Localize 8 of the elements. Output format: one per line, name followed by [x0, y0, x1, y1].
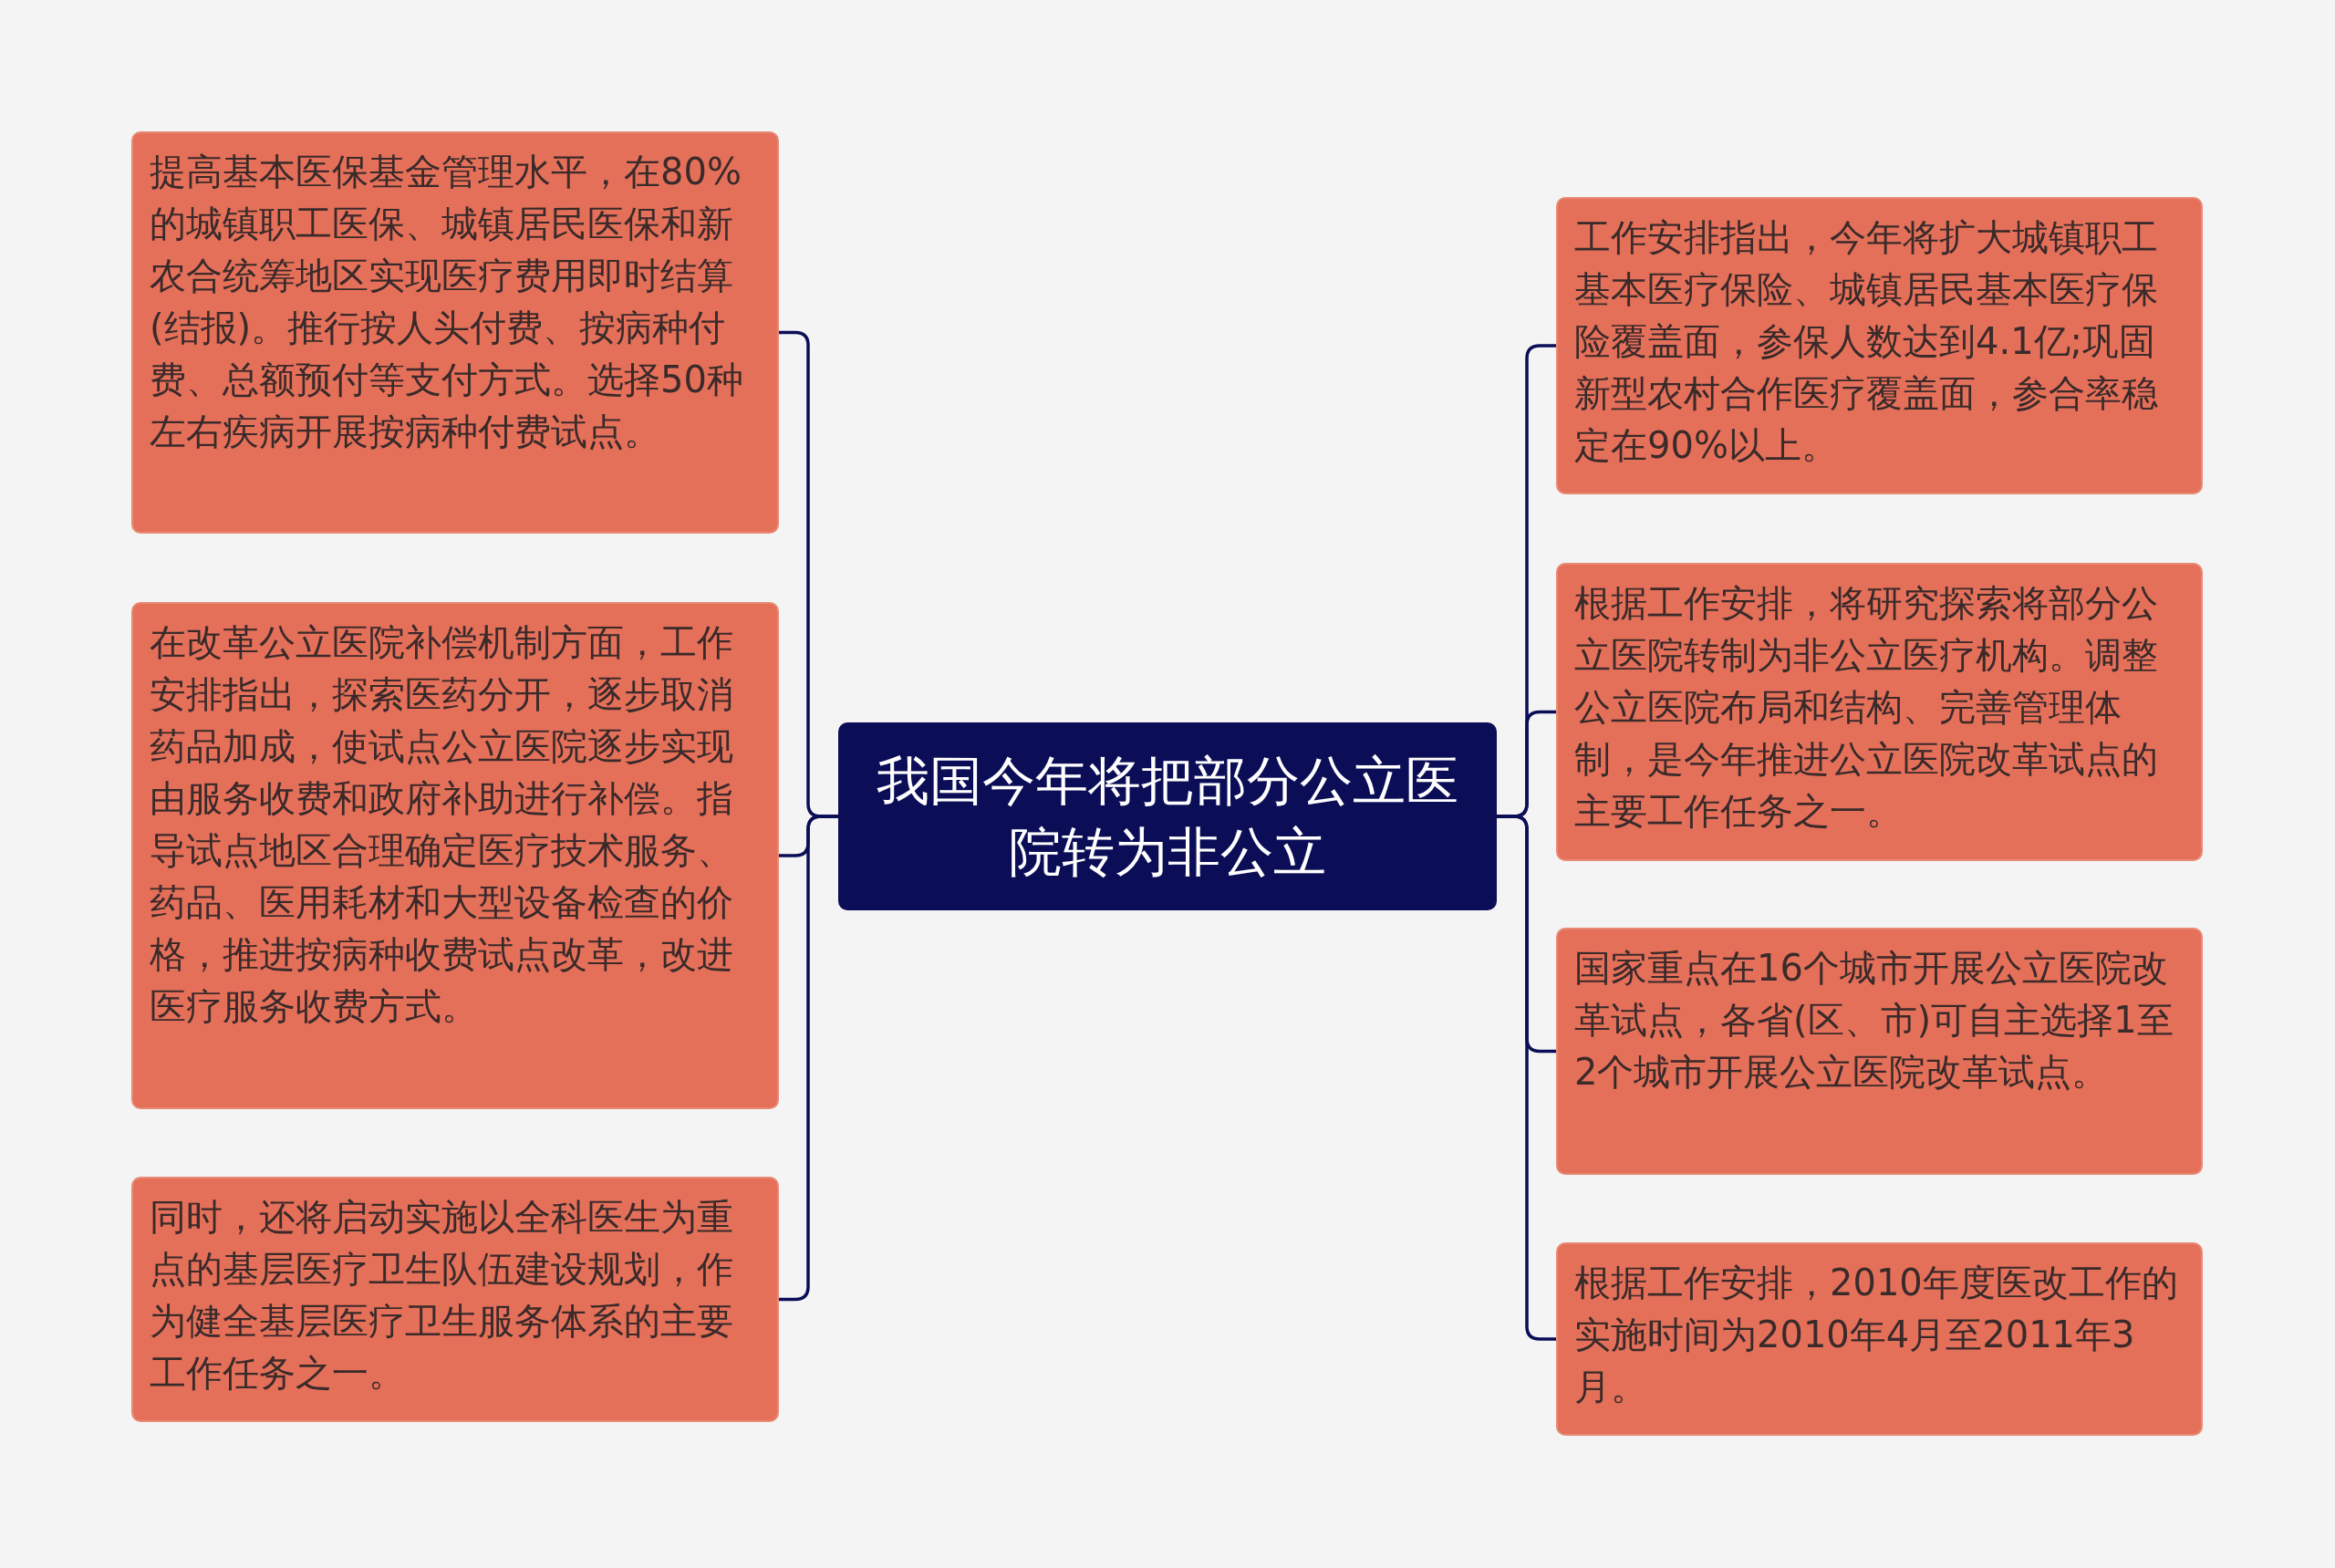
note-box: 国家重点在16个城市开展公立医院改革试点，各省(区、市)可自主选择1至2个城市开展公立医院改革试点。	[1556, 928, 2203, 1175]
note-box: 提高基本医保基金管理水平，在80%的城镇职工医保、城镇居民医保和新农合统筹地区实现医疗费用即时结算(结报)。推行按人头付费、按病种付费、总额预付等支付方式。选择50种左右疾病开展按病种付费试点。	[131, 131, 779, 534]
note-box: 同时，还将启动实施以全科医生为重点的基层医疗卫生队伍建设规划，作为健全基层医疗卫生服务体系的主要工作任务之一。	[131, 1177, 779, 1422]
note-box: 工作安排指出，今年将扩大城镇职工基本医疗保险、城镇居民基本医疗保险覆盖面，参保人数达到4.1亿;巩固新型农村合作医疗覆盖面，参合率稳定在90%以上。	[1556, 197, 2203, 494]
note-box: 在改革公立医院补偿机制方面，工作安排指出，探索医药分开，逐步取消药品加成，使试点公立医院逐步实现由服务收费和政府补助进行补偿。指导试点地区合理确定医疗技术服务、药品、医用耗材和大型设备检查的价格，推进按病种收费试点改革，改进医疗服务收费方式。	[131, 602, 779, 1109]
topic-box: 我国今年将把部分公立医院转为非公立	[838, 722, 1497, 910]
note-box: 根据工作安排，将研究探索将部分公立医院转制为非公立医疗机构。调整公立医院布局和结构、完善管理体制，是今年推进公立医院改革试点的主要工作任务之一。	[1556, 563, 2203, 861]
note-box: 根据工作安排，2010年度医改工作的实施时间为2010年4月至2011年3月。	[1556, 1242, 2203, 1436]
